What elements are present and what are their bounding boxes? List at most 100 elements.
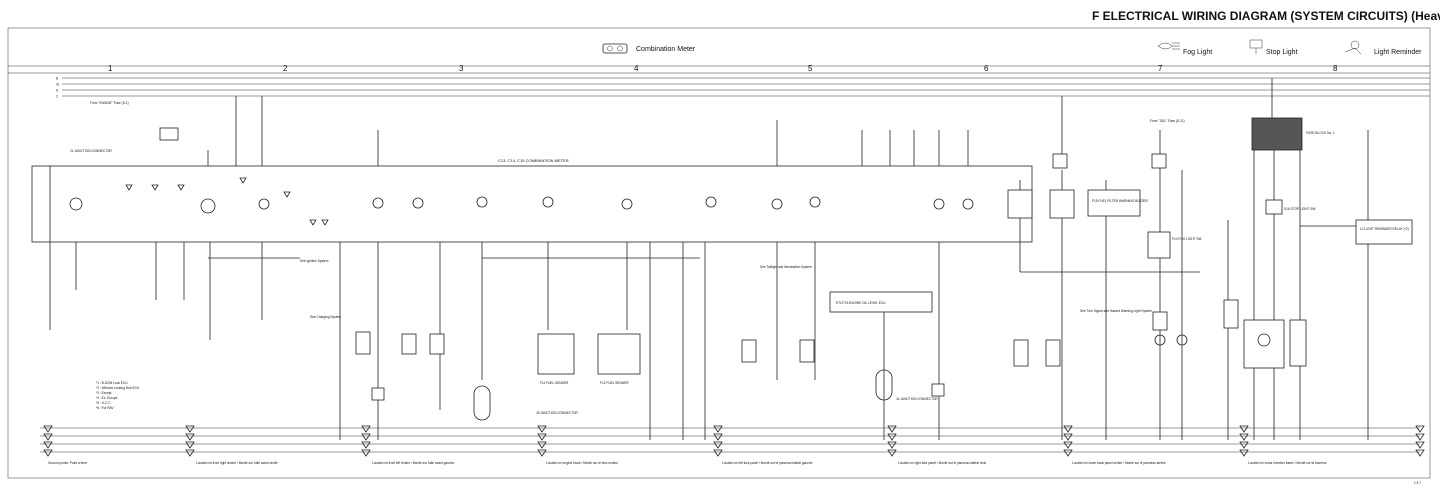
footer-note: Located on left kick panel / Monté sur l… <box>722 461 813 465</box>
column-number: 5 <box>808 64 813 73</box>
footer-note: Located on front right fender / Monté su… <box>196 461 278 465</box>
ground-symbol <box>185 433 195 441</box>
column-numbers: 1 2 3 4 5 6 7 8 <box>108 64 1338 73</box>
fog-light <box>1147 231 1171 259</box>
gauge-symbol <box>705 196 717 208</box>
note-from-engine: From "ENGINE" Fuse (S-1) <box>90 101 129 105</box>
fuel-sender <box>537 333 575 375</box>
relay-box <box>1049 189 1075 219</box>
note-from-tail: From "TAIL" Fuse (S-11) <box>1150 119 1185 123</box>
ground-symbol <box>43 449 53 457</box>
column-number: 6 <box>984 64 989 73</box>
ground-symbol <box>1239 425 1249 433</box>
ground-symbol <box>1239 449 1249 457</box>
bus-label: IG <box>56 83 60 87</box>
ground-symbol <box>1239 433 1249 441</box>
note-see-charging: See Charging System <box>310 315 341 319</box>
note-see-turn: See Turn Signal and Hazard Warning Light… <box>1080 309 1152 313</box>
gauge-symbol <box>542 196 554 208</box>
meter-gauges <box>69 196 974 214</box>
junction-connector-label: J1 JUNCTION CONNECTOR <box>70 149 112 153</box>
ground-bus <box>40 427 1420 453</box>
junction-connector <box>1152 311 1168 331</box>
ground-symbol <box>713 425 723 433</box>
ground-symbol <box>361 449 371 457</box>
footer-note: Ground points: Point à terre <box>48 461 87 465</box>
fuse-block-label: FUSE BLOCK No. 1 <box>1306 131 1335 135</box>
diagram-frame <box>7 27 1431 479</box>
gauge-symbol <box>962 198 974 210</box>
fog-light-icon <box>1157 42 1180 50</box>
fuse-block <box>1251 117 1303 151</box>
wires <box>49 78 1369 440</box>
fuel-filter-buzzer <box>1087 189 1141 217</box>
ground-symbol <box>887 433 897 441</box>
sensor <box>473 385 491 421</box>
ground-symbol <box>887 449 897 457</box>
ground-symbol <box>1415 433 1425 441</box>
fuel-filter-buzzer-label: F15 FUEL FILTER WARNING BUZZER <box>1092 199 1149 203</box>
ground-symbol <box>537 425 547 433</box>
legend-note: *5 : G.C.C. <box>96 401 112 405</box>
bus-lines: B IG A C <box>56 77 1430 99</box>
fuel-sender-label: F12 FUEL SENDER <box>600 381 629 385</box>
gauge-symbol <box>621 198 633 210</box>
footer-note: Located on engine block / Monté sur le b… <box>546 461 619 465</box>
ground-symbol <box>1063 425 1073 433</box>
sensor <box>875 369 893 401</box>
combination-meter-label: C13, C14, C15 COMBINATION METER <box>498 158 569 163</box>
gauge-symbol <box>809 196 821 208</box>
footer-notes: Ground points: Point à terre Located on … <box>48 461 1327 465</box>
bus-label: B <box>56 77 58 81</box>
bus-label: A <box>56 89 59 93</box>
column-number: 8 <box>1333 64 1338 73</box>
ground-symbols <box>43 425 1425 457</box>
gauge-symbol <box>200 198 216 214</box>
column-number: 2 <box>283 64 288 73</box>
engine-oil-level-ecu <box>829 291 933 313</box>
light-reminder-relay <box>1355 219 1413 245</box>
ground-symbol <box>1415 449 1425 457</box>
junction-connector <box>1052 153 1068 169</box>
ground-symbol <box>361 441 371 449</box>
footer-note: Located on lower back panel center / Mon… <box>1072 461 1166 465</box>
note-see-tail: See Taillight and Illumination System <box>760 265 812 269</box>
junction-connector <box>931 383 945 397</box>
stop-light-icon <box>1249 39 1263 54</box>
ground-symbol <box>43 441 53 449</box>
legend-notes: *1 : B-DGM Lock ECU *2 : Window Locking … <box>96 381 140 410</box>
junction-connector <box>371 387 385 401</box>
ground-symbol <box>537 441 547 449</box>
meter-lamps <box>125 177 329 226</box>
ground-symbol <box>43 433 53 441</box>
switch-symbols <box>159 127 1307 369</box>
ground-symbol <box>1239 441 1249 449</box>
fuel-sender <box>597 333 641 375</box>
ground-symbol <box>1063 441 1073 449</box>
light-reminder-relay-label: L2 LIGHT REMINDER RELAY (*2) <box>1360 227 1409 231</box>
system-label-light-reminder: Light Reminder <box>1374 49 1422 56</box>
stop-light-switch <box>1265 199 1283 215</box>
legend-note: *6 : For RAV <box>96 406 115 410</box>
ground-symbol <box>1415 425 1425 433</box>
junction-connector-label: J4 JUNCTION CONNECTOR <box>896 397 938 401</box>
system-label-combination-meter: Combination Meter <box>636 46 696 53</box>
gauge-symbol <box>69 197 83 211</box>
junction-connector <box>1151 153 1167 169</box>
ground-symbol <box>1063 433 1073 441</box>
ground-symbol <box>1415 441 1425 449</box>
ground-symbol <box>43 425 53 433</box>
fog-light-label: F10 FOG LIGHT SW <box>1172 237 1202 241</box>
ground-symbol <box>713 433 723 441</box>
ground-symbol <box>361 433 371 441</box>
ground-symbol <box>1063 449 1073 457</box>
diagram-title: F ELECTRICAL WIRING DIAGRAM (SYSTEM CIRC… <box>1092 9 1440 23</box>
ground-symbol <box>887 441 897 449</box>
junction-connector-label: J5 JUNCTION CONNECTOR <box>536 411 578 415</box>
note-see-ignition: See Ignition System <box>300 259 329 263</box>
legend-note: *2 : Window Locking Hub ECU <box>96 386 140 390</box>
system-label-fog-light: Fog Light <box>1183 49 1212 56</box>
legend-note: *3 : Except <box>96 391 112 395</box>
